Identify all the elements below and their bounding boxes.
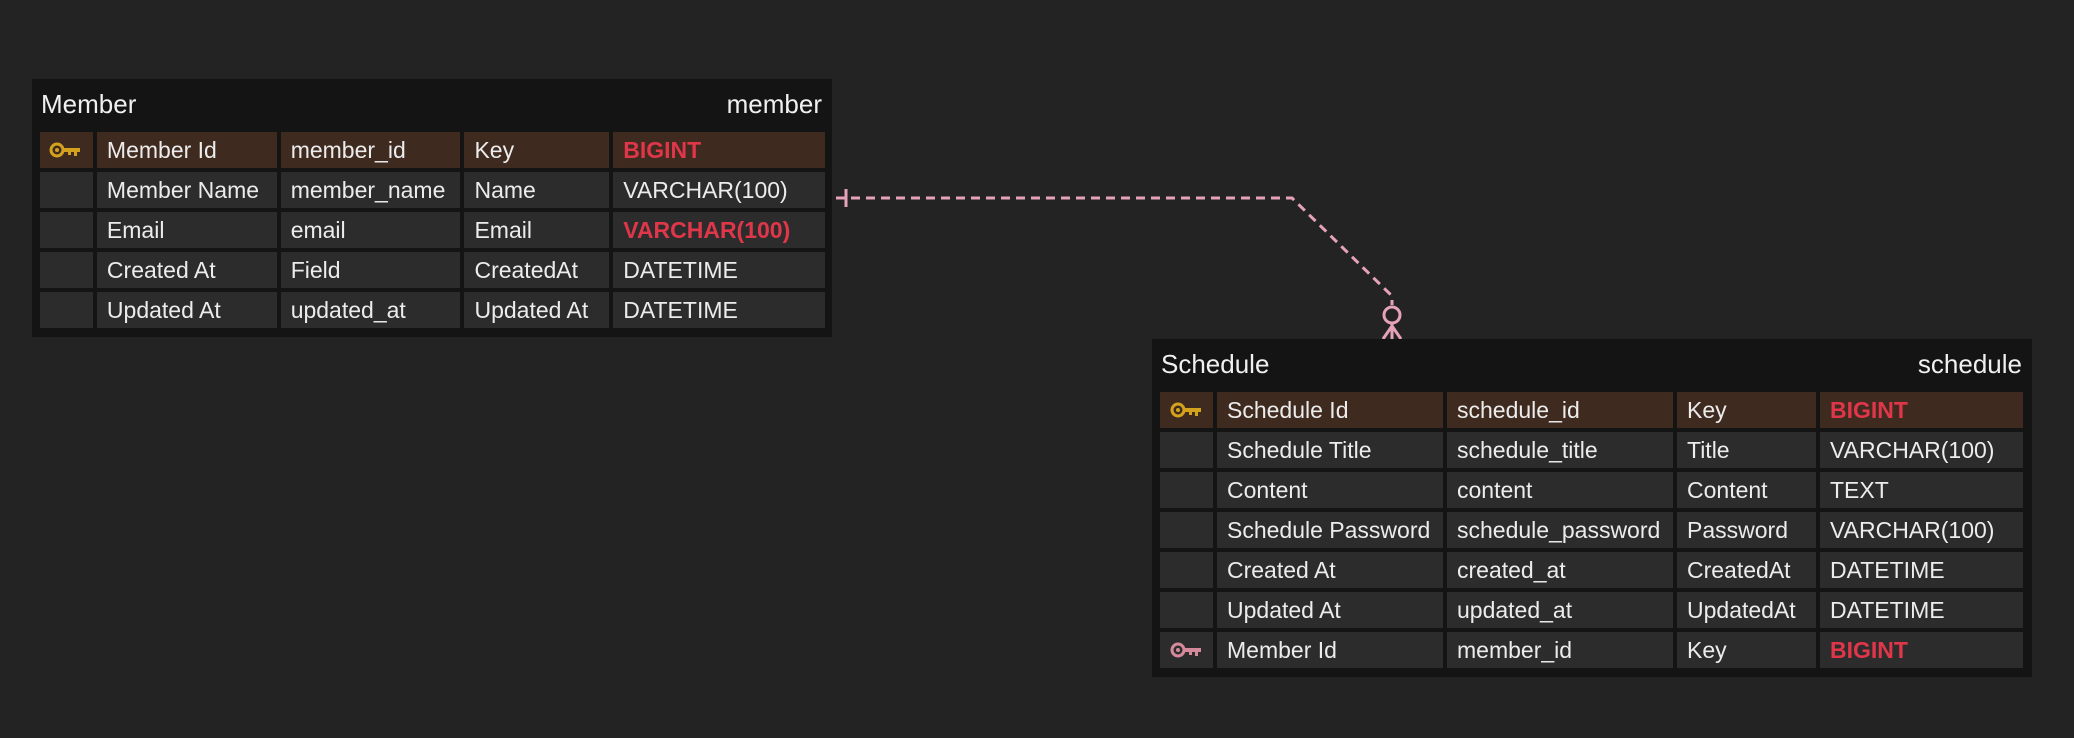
column-row[interactable]: Created At Field CreatedAt DATETIME — [40, 252, 825, 288]
member-table-header[interactable]: Member member — [40, 79, 825, 129]
column-data-type[interactable]: VARCHAR(100) — [1820, 512, 2023, 548]
schedule-table-header[interactable]: Schedule schedule — [1160, 339, 2025, 389]
column-domain[interactable]: Name — [464, 172, 610, 208]
column-icon-cell — [1160, 552, 1213, 588]
column-icon-cell — [1160, 512, 1213, 548]
many-cardinality-marker — [1381, 323, 1403, 340]
member-table[interactable]: Member member Member Id member_id Key BI… — [32, 79, 832, 337]
column-logical-name[interactable]: Email — [96, 212, 277, 248]
column-physical-name[interactable]: schedule_id — [1447, 392, 1673, 428]
column-domain[interactable]: Password — [1677, 512, 1816, 548]
schedule-table[interactable]: Schedule schedule Schedule Id schedule_i… — [1152, 339, 2032, 677]
schedule-columns: Schedule Id schedule_id Key BIGINT Sched… — [1160, 392, 2025, 668]
column-physical-name[interactable]: schedule_title — [1447, 432, 1673, 468]
column-physical-name[interactable]: member_id — [1447, 632, 1673, 668]
column-data-type[interactable]: VARCHAR(100) — [613, 212, 825, 248]
column-row[interactable]: Member Id member_id Key BIGINT — [1160, 632, 2025, 668]
column-logical-name[interactable]: Schedule Password — [1217, 512, 1443, 548]
column-icon-cell — [1160, 592, 1213, 628]
column-physical-name[interactable]: Field — [280, 252, 461, 288]
column-data-type[interactable]: BIGINT — [613, 132, 825, 168]
column-logical-name[interactable]: Content — [1217, 472, 1443, 508]
column-physical-name[interactable]: updated_at — [280, 292, 461, 328]
relationship-connector-line — [836, 196, 1394, 305]
column-icon-cell — [40, 252, 93, 288]
column-logical-name[interactable]: Created At — [1217, 552, 1443, 588]
column-row[interactable]: Member Name member_name Name VARCHAR(100… — [40, 172, 825, 208]
column-logical-name[interactable]: Schedule Id — [1217, 392, 1443, 428]
column-icon-cell — [40, 212, 93, 248]
column-logical-name[interactable]: Member Id — [1217, 632, 1443, 668]
column-domain[interactable]: UpdatedAt — [1677, 592, 1816, 628]
column-row[interactable]: Updated At updated_at UpdatedAt DATETIME — [1160, 592, 2025, 628]
column-physical-name[interactable]: created_at — [1447, 552, 1673, 588]
foreign-key-icon — [1170, 642, 1201, 658]
member-physical-name: member — [726, 88, 822, 119]
column-logical-name[interactable]: Updated At — [1217, 592, 1443, 628]
column-row[interactable]: Content content Content TEXT — [1160, 472, 2025, 508]
column-icon-cell — [40, 292, 93, 328]
column-data-type[interactable]: DATETIME — [1820, 552, 2023, 588]
schedule-logical-name: Schedule — [1161, 348, 1270, 379]
column-physical-name[interactable]: email — [280, 212, 461, 248]
column-row[interactable]: Schedule Title schedule_title Title VARC… — [1160, 432, 2025, 468]
column-domain[interactable]: Key — [1677, 392, 1816, 428]
column-domain[interactable]: CreatedAt — [1677, 552, 1816, 588]
column-row[interactable]: Created At created_at CreatedAt DATETIME — [1160, 552, 2025, 588]
relationship-line[interactable] — [836, 189, 1403, 340]
column-domain[interactable]: Key — [1677, 632, 1816, 668]
column-physical-name[interactable]: member_id — [280, 132, 461, 168]
column-row[interactable]: Email email Email VARCHAR(100) — [40, 212, 825, 248]
column-icon-cell — [40, 172, 93, 208]
column-icon-cell — [1160, 432, 1213, 468]
column-data-type[interactable]: BIGINT — [1820, 392, 2023, 428]
column-physical-name[interactable]: member_name — [280, 172, 461, 208]
column-domain[interactable]: Content — [1677, 472, 1816, 508]
member-logical-name: Member — [41, 88, 137, 119]
column-domain[interactable]: Updated At — [464, 292, 610, 328]
column-physical-name[interactable]: schedule_password — [1447, 512, 1673, 548]
column-logical-name[interactable]: Updated At — [96, 292, 277, 328]
column-physical-name[interactable]: content — [1447, 472, 1673, 508]
column-row[interactable]: Schedule Id schedule_id Key BIGINT — [1160, 392, 2025, 428]
primary-key-icon — [49, 142, 81, 158]
column-data-type[interactable]: TEXT — [1820, 472, 2023, 508]
column-logical-name[interactable]: Created At — [96, 252, 277, 288]
column-icon-cell — [1160, 472, 1213, 508]
column-row[interactable]: Updated At updated_at Updated At DATETIM… — [40, 292, 825, 328]
column-domain[interactable]: Email — [464, 212, 610, 248]
column-row[interactable]: Member Id member_id Key BIGINT — [40, 132, 825, 168]
column-domain[interactable]: Key — [464, 132, 610, 168]
column-logical-name[interactable]: Schedule Title — [1217, 432, 1443, 468]
schedule-physical-name: schedule — [1917, 348, 2022, 379]
primary-key-icon — [1170, 402, 1201, 418]
column-data-type[interactable]: VARCHAR(100) — [1820, 432, 2023, 468]
column-icon-cell — [1160, 392, 1213, 428]
column-data-type[interactable]: DATETIME — [613, 292, 825, 328]
column-logical-name[interactable]: Member Name — [96, 172, 277, 208]
member-columns: Member Id member_id Key BIGINT Member Na… — [40, 132, 825, 328]
column-data-type[interactable]: BIGINT — [1820, 632, 2023, 668]
column-icon-cell — [40, 132, 93, 168]
column-data-type[interactable]: DATETIME — [613, 252, 825, 288]
zero-cardinality-marker — [1382, 305, 1402, 325]
column-icon-cell — [1160, 632, 1213, 668]
column-domain[interactable]: Title — [1677, 432, 1816, 468]
column-data-type[interactable]: DATETIME — [1820, 592, 2023, 628]
column-physical-name[interactable]: updated_at — [1447, 592, 1673, 628]
column-logical-name[interactable]: Member Id — [96, 132, 277, 168]
column-row[interactable]: Schedule Password schedule_password Pass… — [1160, 512, 2025, 548]
column-domain[interactable]: CreatedAt — [464, 252, 610, 288]
column-data-type[interactable]: VARCHAR(100) — [613, 172, 825, 208]
